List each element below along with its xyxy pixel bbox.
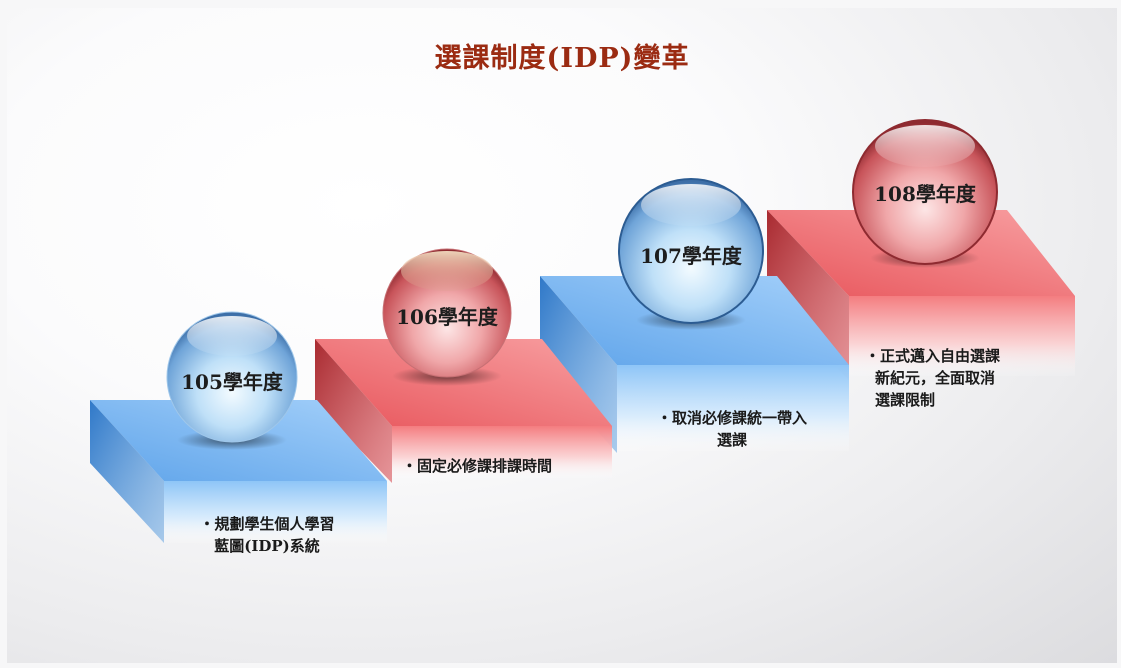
step-108-line-3: 選課限制 xyxy=(875,391,936,409)
step-107-line-1: ・取消必修課統一帶入 xyxy=(656,409,807,427)
step-106-line-1: ・固定必修課排課時間 xyxy=(402,457,553,475)
sphere-105-highlight xyxy=(187,316,277,356)
step-107-front xyxy=(617,365,849,451)
sphere-108-highlight xyxy=(875,125,975,167)
sphere-107-highlight xyxy=(641,184,741,226)
step-108-line-1: ・正式邁入自由選課 xyxy=(865,347,1001,365)
staircase-diagram xyxy=(90,119,1075,543)
year-label-105: 105學年度 xyxy=(181,370,283,394)
step-106-front xyxy=(392,426,612,478)
step-105-side xyxy=(90,400,164,543)
year-label-106: 106學年度 xyxy=(396,305,498,329)
sphere-106-highlight xyxy=(401,251,493,291)
step-108-description: ・正式邁入自由選課 新紀元，全面取消 選課限制 xyxy=(865,345,1045,411)
step-105-line-2: 藍圖(IDP)系統 xyxy=(214,537,320,555)
step-107-description: ・取消必修課統一帶入 選課 xyxy=(627,407,837,451)
step-108-side xyxy=(767,210,849,380)
step-107-line-2: 選課 xyxy=(716,431,747,449)
step-106-side xyxy=(315,339,392,483)
step-108-line-2: 新紀元，全面取消 xyxy=(875,369,996,387)
step-106-description: ・固定必修課排課時間 xyxy=(402,455,602,477)
slide: 選課制度(IDP)變革 105學年度 106學年度 107學年度 108學年度 … xyxy=(7,8,1117,663)
step-105-line-1: ・規劃學生個人學習 xyxy=(199,515,335,533)
year-label-108: 108學年度 xyxy=(874,182,976,206)
step-105-front xyxy=(164,481,387,543)
step-108-front xyxy=(849,296,1075,376)
year-label-107: 107學年度 xyxy=(640,244,742,268)
diagram-title: 選課制度(IDP)變革 xyxy=(434,43,690,74)
step-105-description: ・規劃學生個人學習 藍圖(IDP)系統 xyxy=(167,513,367,557)
